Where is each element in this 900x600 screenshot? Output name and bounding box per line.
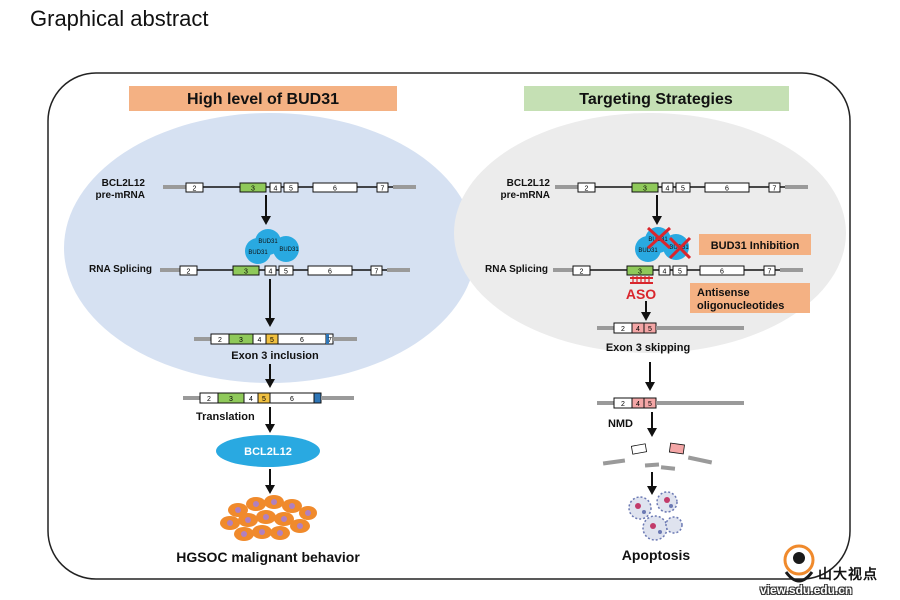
outer-frame — [47, 72, 851, 580]
bud31-inhibition-label: BUD31 Inhibition — [711, 240, 800, 252]
right-spl-exon-3: 3 — [638, 269, 642, 276]
right-nmd-exon-5: 5 — [648, 401, 652, 408]
nmd-label: NMD — [608, 418, 633, 430]
right-spl-exon-7: 7 — [768, 269, 772, 276]
tumor-cells-image — [220, 495, 317, 541]
left-spl-exon-5: 5 — [284, 269, 288, 276]
left-gene-label-1: BCL2L12 — [102, 178, 146, 189]
left-bud31-complex: BUD31 BUD31 BUD31 — [245, 229, 299, 264]
left-pre-exon-6: 6 — [333, 186, 337, 193]
left-pre-exon-5: 5 — [289, 186, 293, 193]
right-gene-label-2: pre-mRNA — [501, 190, 550, 201]
left-protein-label: BCL2L12 — [244, 446, 292, 458]
left-outcome-label: HGSOC malignant behavior — [176, 549, 360, 565]
right-nmd-exon-4: 4 — [636, 401, 640, 408]
right-header-box — [524, 86, 789, 111]
left-header: High level of BUD31 — [187, 91, 339, 108]
left-tr-exon-3: 3 — [229, 396, 233, 403]
left-panel: High level of BUD31 BCL2L12 pre-mRNA 2 3… — [64, 86, 476, 565]
left-mat-exon-6: 6 — [300, 337, 304, 344]
right-spl-exon-5: 5 — [678, 269, 682, 276]
left-tr-exon-6: 6 — [290, 396, 294, 403]
left-tr-exon-4: 4 — [249, 396, 253, 403]
right-bud31-complex: BUD31 BUD31 BUD31 — [635, 226, 692, 262]
left-pre-exon-7: 7 — [381, 186, 385, 193]
left-pre-exon-3: 3 — [251, 186, 255, 193]
right-spl-exon-2: 2 — [580, 269, 584, 276]
right-pre-exon-5: 5 — [681, 186, 685, 193]
right-bud31-b: BUD31 — [638, 248, 658, 254]
watermark-logo — [783, 544, 815, 583]
right-pre-exon-2: 2 — [585, 186, 589, 193]
aso-binder — [630, 276, 653, 284]
left-spl-exon-6: 6 — [328, 269, 332, 276]
skipping-label: Exon 3 skipping — [606, 342, 690, 354]
right-outcome-label: Apoptosis — [622, 547, 691, 563]
degraded-mrna-fragments — [602, 442, 713, 471]
left-tr-exon-2: 2 — [207, 396, 211, 403]
right-pre-exon-4: 4 — [666, 186, 670, 193]
right-skip-exon-2: 2 — [621, 326, 625, 333]
left-mat-exon-5: 5 — [270, 337, 274, 344]
left-pre-exon-4: 4 — [274, 186, 278, 193]
right-spl-exon-4: 4 — [663, 269, 667, 276]
left-splicing-label: RNA Splicing — [89, 264, 152, 275]
right-pre-exon-3: 3 — [643, 186, 647, 193]
left-header-box — [129, 86, 397, 111]
right-pre-exon-6: 6 — [725, 186, 729, 193]
left-tr-exon-5: 5 — [262, 396, 266, 403]
watermark-url: view.sdu.edu.cn — [760, 583, 853, 597]
antisense-line-2: oligonucleotides — [697, 300, 784, 312]
right-nmd-exon-2: 2 — [621, 401, 625, 408]
left-protein-ellipse — [216, 435, 320, 467]
antisense-box — [690, 283, 810, 313]
left-mat-exon-4: 4 — [258, 337, 262, 344]
left-mat-exon-7: 7 — [328, 337, 332, 344]
left-inclusion-label: Exon 3 inclusion — [231, 350, 319, 362]
left-bud31-c: BUD31 — [279, 247, 299, 253]
left-spl-exon-7: 7 — [375, 269, 379, 276]
left-mat-exon-2: 2 — [218, 337, 222, 344]
aso-label: ASO — [626, 286, 656, 302]
watermark-text: 山大视点 — [818, 567, 878, 583]
left-bud31-b: BUD31 — [248, 250, 268, 256]
left-translation-label: Translation — [196, 411, 255, 423]
right-gene-label-1: BCL2L12 — [507, 178, 551, 189]
apoptotic-cells-image — [628, 491, 683, 541]
right-skip-exon-4: 4 — [636, 326, 640, 333]
left-spl-exon-3: 3 — [244, 269, 248, 276]
right-panel: Targeting Strategies BCL2L12 pre-mRNA 2 … — [454, 86, 846, 563]
left-bud31-a: BUD31 — [258, 239, 278, 245]
right-skip-exon-5: 5 — [648, 326, 652, 333]
left-spl-exon-4: 4 — [269, 269, 273, 276]
left-spl-exon-2: 2 — [187, 269, 191, 276]
antisense-line-1: Antisense — [697, 287, 750, 299]
left-pre-exon-2: 2 — [193, 186, 197, 193]
right-spl-exon-6: 6 — [720, 269, 724, 276]
right-pre-exon-7: 7 — [773, 186, 777, 193]
left-gene-label-2: pre-mRNA — [96, 190, 145, 201]
left-mat-exon-3: 3 — [239, 337, 243, 344]
right-header: Targeting Strategies — [579, 91, 733, 108]
right-splicing-label: RNA Splicing — [485, 264, 548, 275]
page-title: Graphical abstract — [30, 6, 209, 31]
bud31-inhibition-box — [699, 234, 811, 255]
